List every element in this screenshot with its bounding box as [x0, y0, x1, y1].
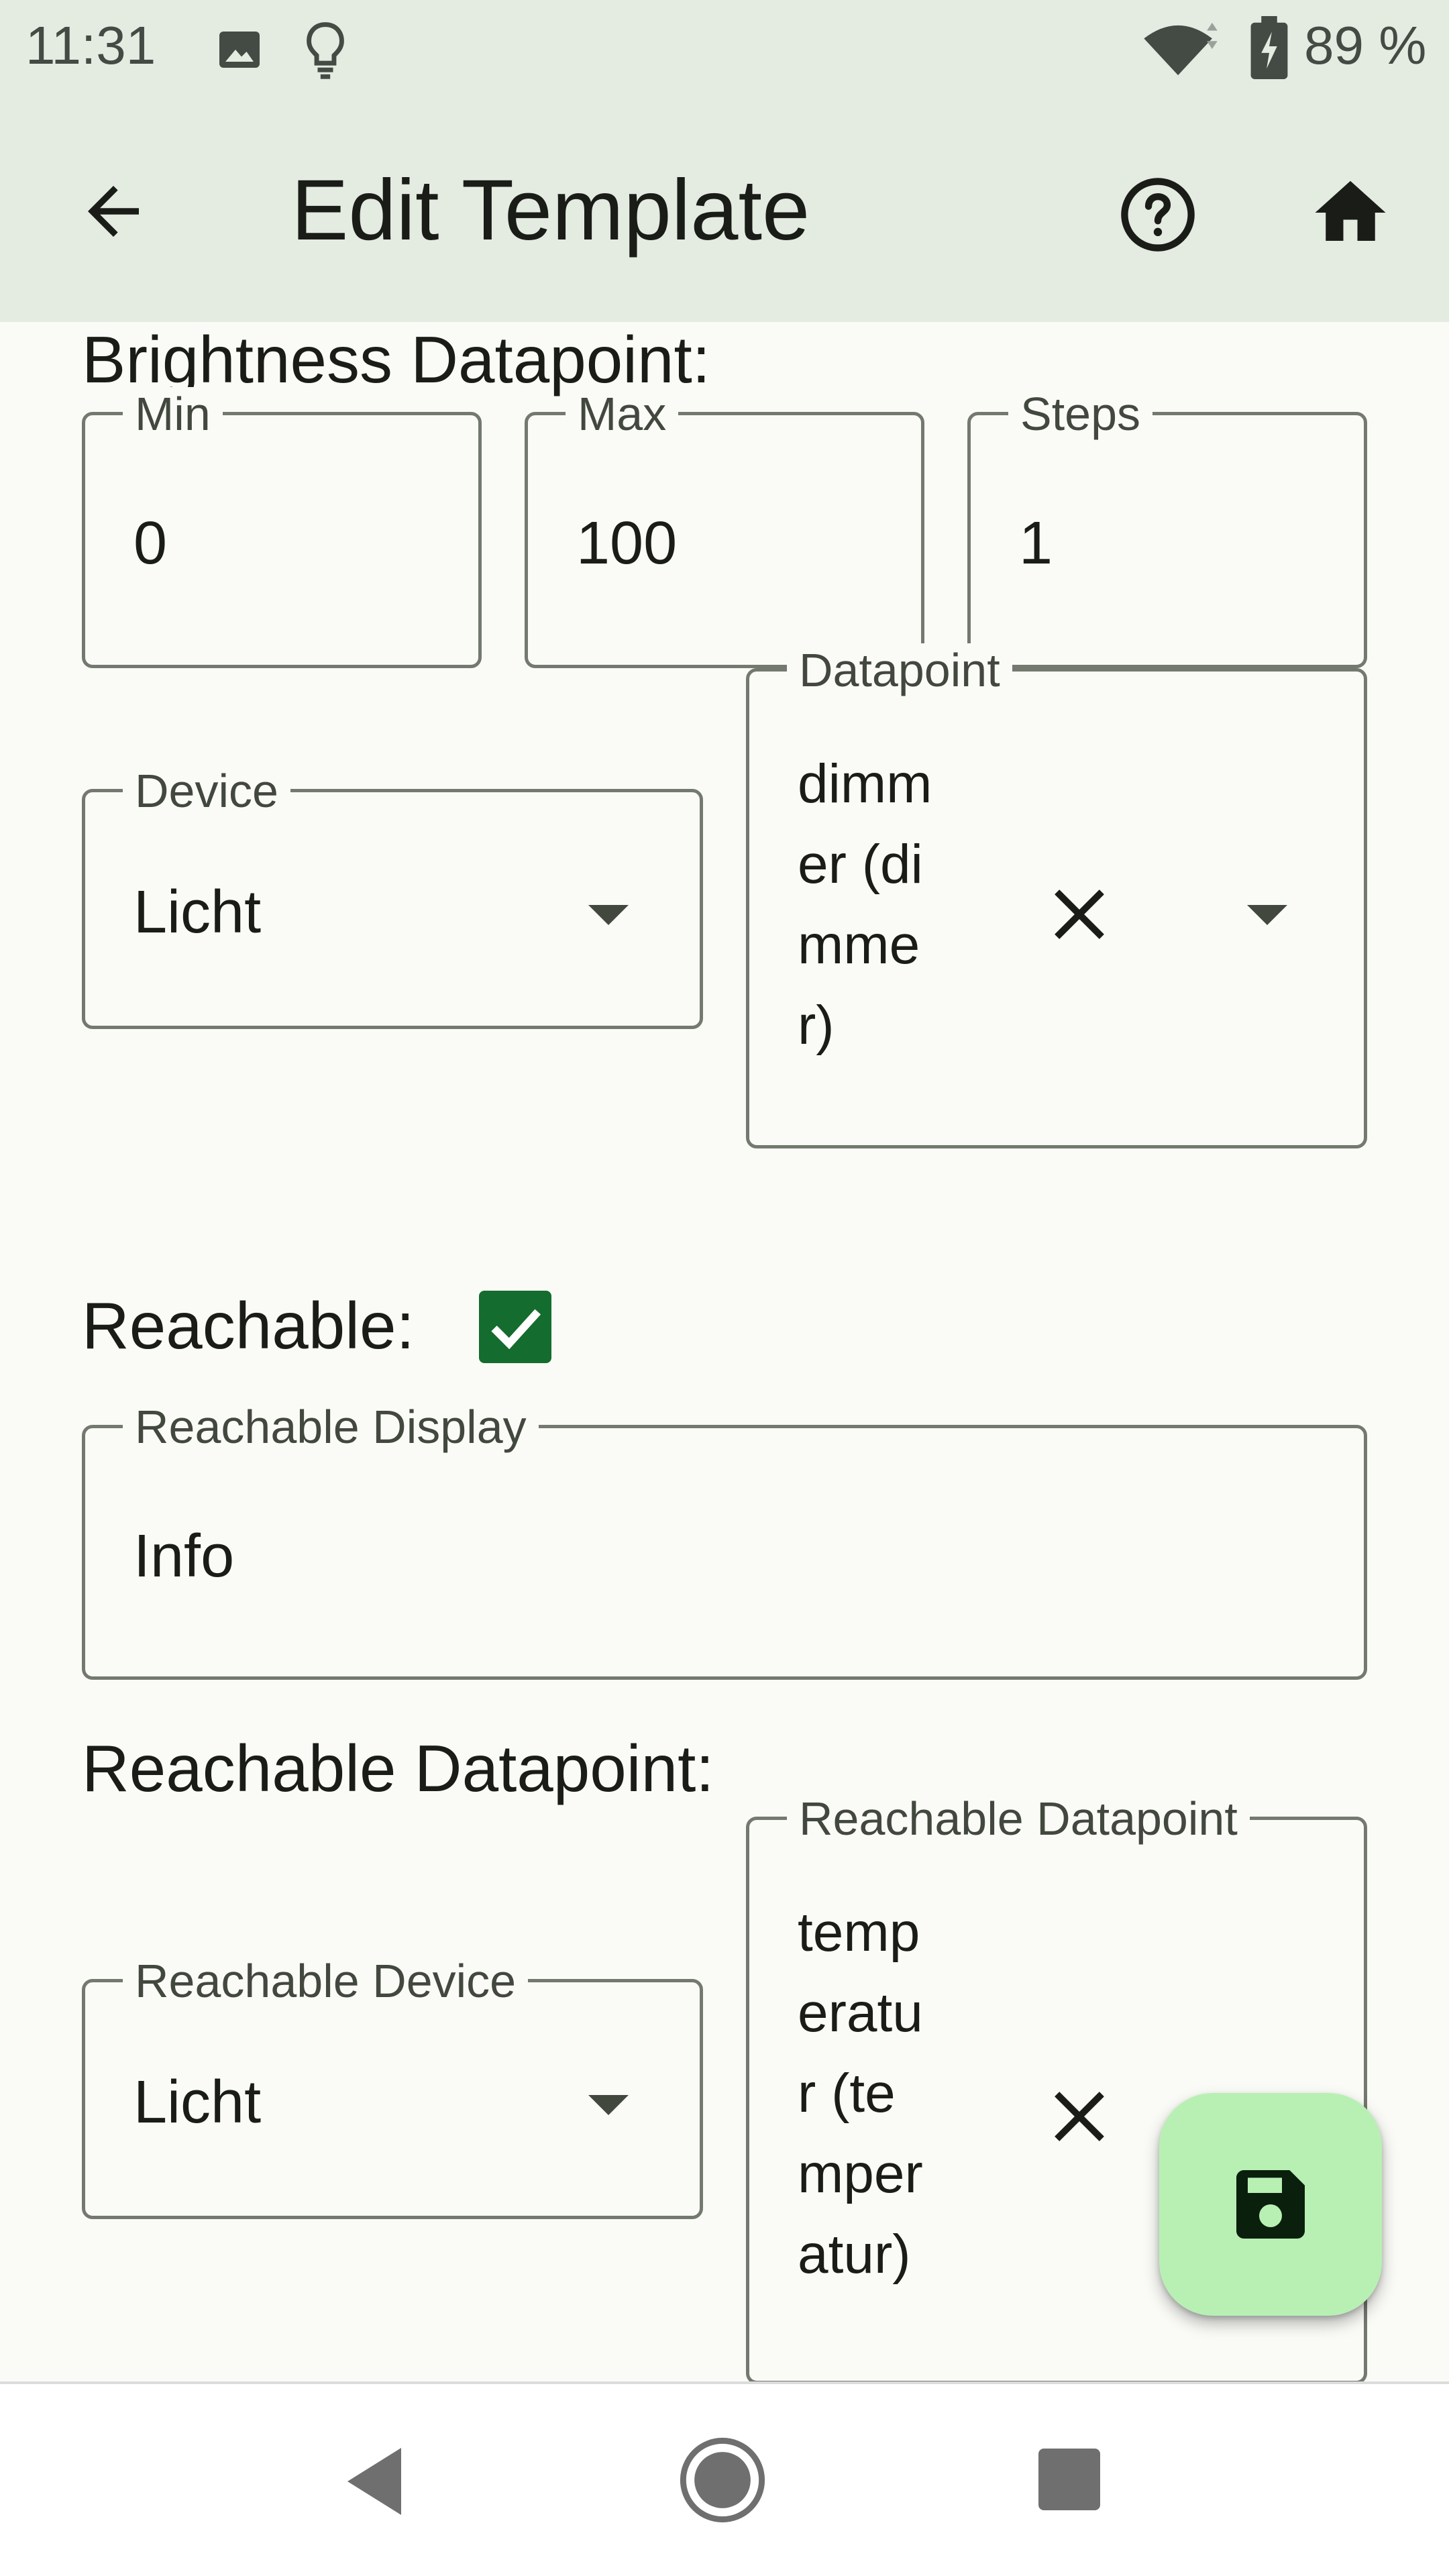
check-icon: [491, 1309, 541, 1350]
reachable-device-dropdown[interactable]: Reachable Device Licht: [82, 1954, 703, 2219]
steps-value: 1: [1019, 510, 1053, 577]
clear-icon[interactable]: [1046, 881, 1113, 948]
status-time: 11:31: [25, 15, 156, 75]
reachable-datapoint-value: temperatur (temperatur): [798, 1902, 923, 2285]
app-bar: Edit Template: [0, 101, 1449, 322]
lightbulb-icon: [307, 22, 344, 79]
min-label: Min: [123, 387, 223, 441]
status-bar: 11:31 89 %: [0, 0, 1449, 101]
device-value: Licht: [133, 879, 262, 946]
min-value: 0: [133, 510, 168, 577]
max-label: Max: [566, 387, 679, 441]
wifi-icon: [1144, 22, 1218, 76]
reachable-datapoint-heading: Reachable Datapoint:: [82, 1731, 714, 1805]
min-field[interactable]: Min 0: [82, 387, 482, 668]
reachable-datapoint-label: Reachable Datapoint: [787, 1792, 1250, 1845]
datapoint-dropdown[interactable]: Datapoint dimmer (dimmer): [746, 643, 1367, 1148]
save-icon: [1236, 2170, 1305, 2239]
chevron-down-icon: [588, 2095, 629, 2115]
max-value: 100: [576, 510, 678, 577]
battery-percent: 89 %: [1304, 15, 1427, 75]
reachable-checkbox[interactable]: [479, 1291, 551, 1363]
home-icon[interactable]: [1308, 170, 1393, 255]
device-dropdown[interactable]: Device Licht: [82, 764, 703, 1029]
reachable-display-label: Reachable Display: [123, 1400, 539, 1454]
reachable-display-value: Info: [133, 1523, 235, 1590]
reachable-display-field[interactable]: Reachable Display Info: [82, 1400, 1367, 1680]
page-title: Edit Template: [291, 162, 810, 258]
back-triangle-icon[interactable]: [341, 2445, 408, 2518]
reachable-device-label: Reachable Device: [123, 1954, 529, 2008]
recents-square-icon[interactable]: [1038, 2449, 1100, 2510]
steps-field[interactable]: Steps 1: [967, 387, 1367, 668]
reachable-device-value: Licht: [133, 2069, 262, 2136]
datapoint-value: dimmer (dimmer): [798, 753, 932, 1056]
reachable-datapoint-dropdown[interactable]: Reachable Datapoint temperatur (temperat…: [746, 1792, 1367, 2381]
battery-charging-icon: [1250, 16, 1288, 79]
save-button[interactable]: [1159, 2093, 1382, 2316]
device-label: Device: [123, 764, 290, 818]
home-circle-icon[interactable]: [678, 2435, 767, 2525]
chevron-down-icon: [588, 905, 629, 925]
clear-icon[interactable]: [1046, 2083, 1113, 2150]
reachable-label: Reachable:: [82, 1289, 415, 1362]
max-field[interactable]: Max 100: [525, 387, 924, 668]
datapoint-label: Datapoint: [787, 643, 1012, 697]
chevron-down-icon: [1247, 905, 1287, 925]
image-icon: [219, 32, 260, 68]
arrow-left-icon[interactable]: [75, 173, 152, 250]
brightness-heading: Brightness Datapoint:: [82, 323, 710, 396]
form-content[interactable]: Brightness Datapoint: Min 0 Max 100 Step…: [0, 322, 1449, 2381]
system-nav-bar: [0, 2381, 1449, 2576]
help-circle-icon[interactable]: [1116, 173, 1199, 256]
steps-label: Steps: [1008, 387, 1152, 441]
